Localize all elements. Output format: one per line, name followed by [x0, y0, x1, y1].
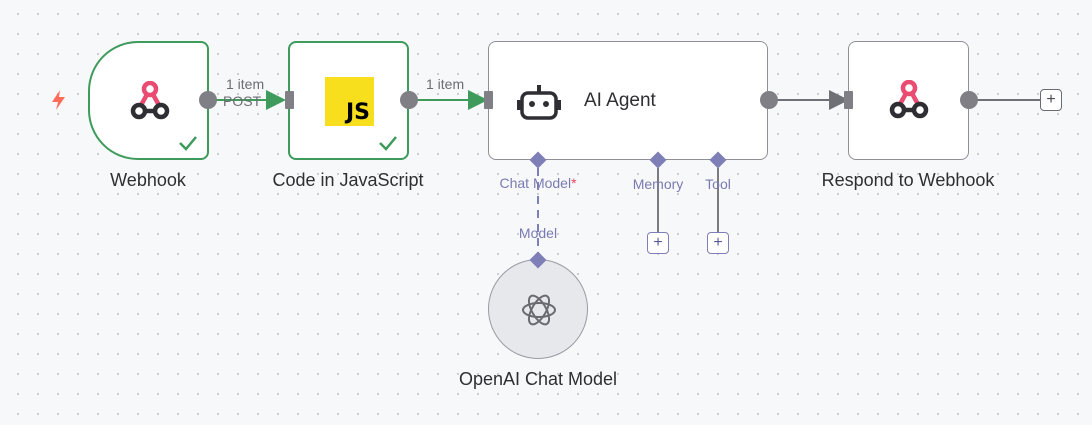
- success-check-icon: [379, 136, 397, 151]
- webhook-icon: [130, 81, 170, 120]
- tool-port-label: Tool: [705, 176, 731, 192]
- ai-agent-input-port[interactable]: [484, 91, 493, 109]
- add-tool-button[interactable]: +: [707, 232, 729, 254]
- webhook-node-label: Webhook: [110, 170, 186, 190]
- javascript-icon: JS: [325, 77, 374, 126]
- respond-output-port[interactable]: [960, 91, 978, 109]
- add-memory-button[interactable]: +: [647, 232, 669, 254]
- respond-to-webhook-node[interactable]: [848, 41, 969, 160]
- javascript-icon-text: JS: [345, 100, 370, 125]
- edge-item-count: 1 item: [426, 76, 465, 92]
- webhook-icon: [889, 80, 929, 119]
- lightning-bolt-icon: [52, 90, 65, 110]
- code-node-label: Code in JavaScript: [272, 170, 424, 190]
- ai-agent-output-port[interactable]: [760, 91, 778, 109]
- chat-model-port-text: Chat Model: [499, 175, 572, 191]
- code-output-port[interactable]: [400, 91, 418, 109]
- edge-item-count: 1 item: [226, 76, 265, 92]
- openai-model-port-label: Model: [518, 225, 558, 241]
- code-input-port[interactable]: [285, 91, 294, 109]
- edge-branch-label: POST: [223, 93, 262, 109]
- success-check-icon: [179, 136, 197, 151]
- openai-icon: [522, 294, 556, 326]
- memory-port-label: Memory: [632, 176, 684, 192]
- respond-node-label: Respond to Webhook: [821, 170, 995, 190]
- openai-node-label: OpenAI Chat Model: [458, 369, 618, 389]
- respond-input-port[interactable]: [844, 91, 853, 109]
- webhook-node[interactable]: [88, 41, 209, 160]
- add-node-button[interactable]: +: [1040, 89, 1062, 111]
- chat-model-port-label: Chat Model*: [499, 175, 576, 191]
- robot-icon: [517, 85, 561, 120]
- openai-chat-model-node[interactable]: [488, 259, 588, 359]
- code-node[interactable]: JS: [288, 41, 409, 160]
- ai-agent-title: AI Agent: [584, 90, 656, 111]
- ai-agent-node[interactable]: AI Agent: [488, 41, 768, 160]
- required-indicator: *: [571, 175, 577, 191]
- webhook-output-port[interactable]: [199, 91, 217, 109]
